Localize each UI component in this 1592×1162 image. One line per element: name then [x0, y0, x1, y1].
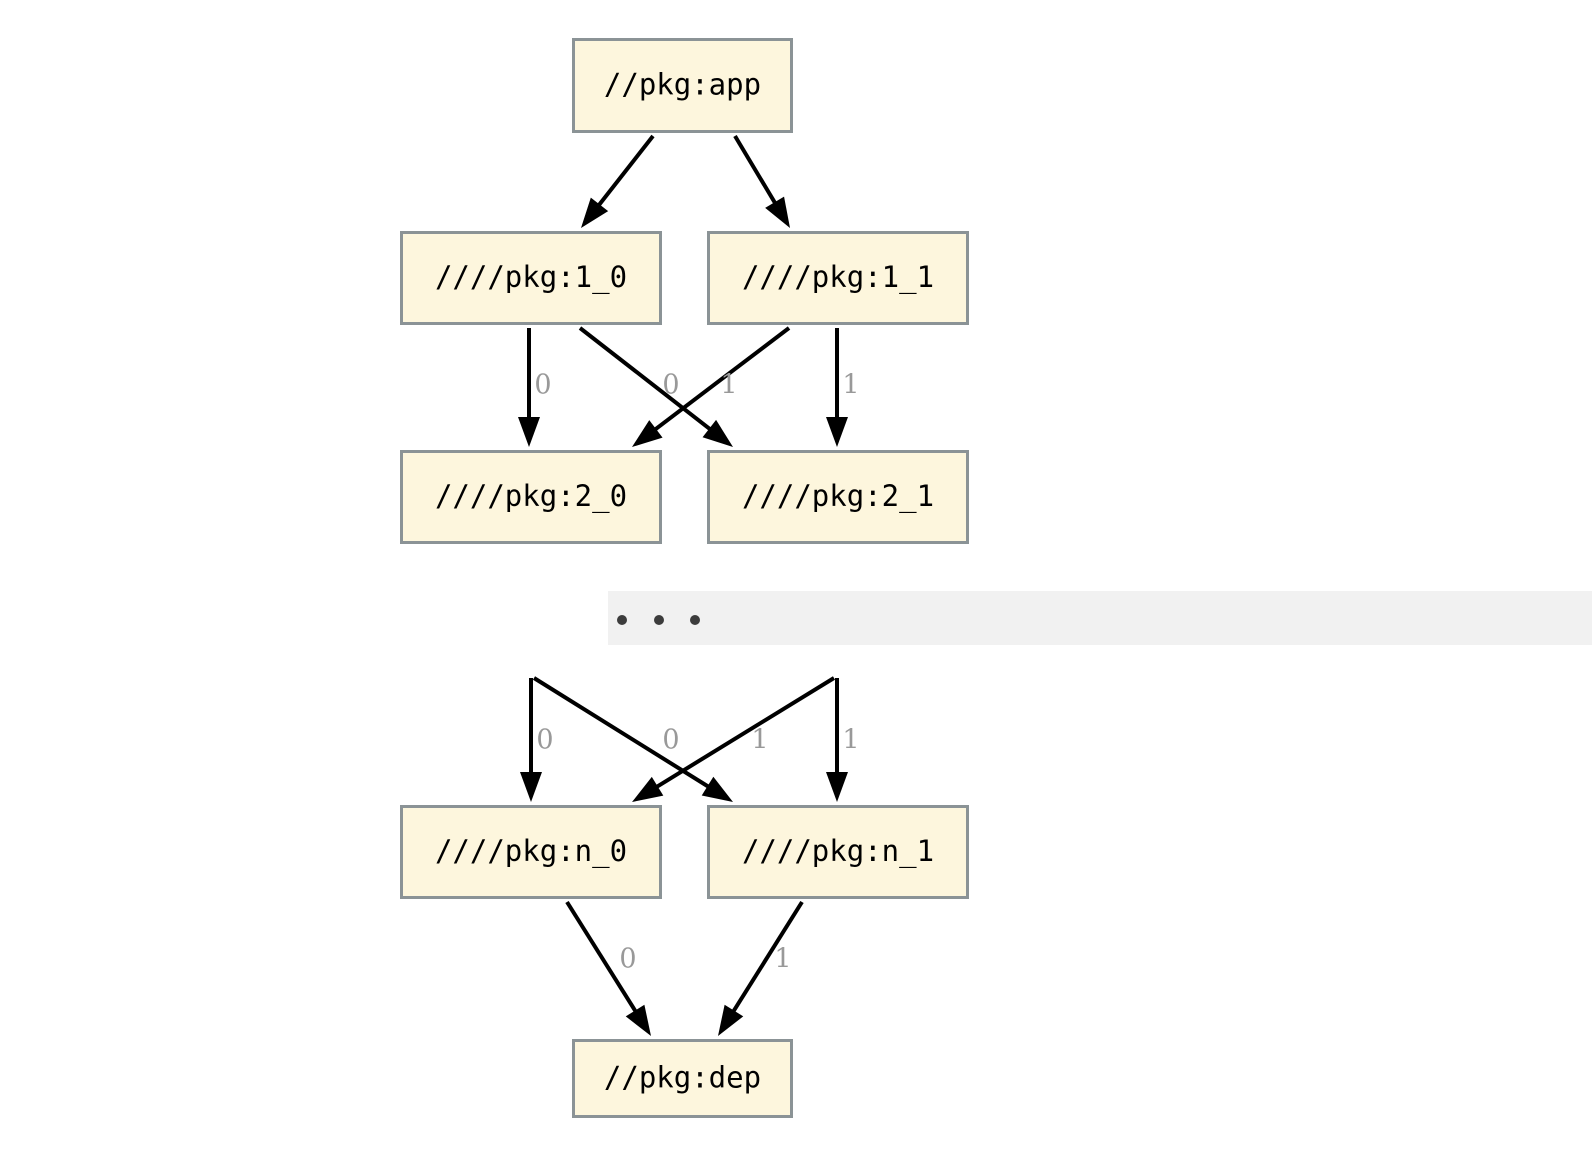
node-box[interactable] — [400, 231, 662, 325]
graph-edge: 1 — [632, 676, 836, 802]
nodes-layer: //pkg:app ////pkg:1_0 ////pkg:1_1 ////pkg:2… — [400, 38, 969, 1118]
edge-label: 0 — [662, 370, 679, 401]
node-box[interactable] — [707, 231, 969, 325]
edge-label: 0 — [662, 725, 679, 756]
edge-line — [595, 134, 655, 209]
ellipsis-dot — [690, 615, 700, 625]
node-box[interactable] — [707, 805, 969, 899]
ellipsis-band — [608, 591, 1592, 645]
ellipsis-dot — [654, 615, 664, 625]
edge-arrowhead — [702, 419, 733, 447]
node-label: //pkg:dep — [604, 1061, 761, 1095]
node-box[interactable] — [707, 450, 969, 544]
edge-line — [578, 326, 714, 433]
graph-node-nn_0[interactable]: ////pkg:n_0 — [400, 805, 662, 899]
edge-line — [653, 676, 836, 791]
edge-arrowhead — [625, 1004, 651, 1036]
ellipsis-dot — [617, 615, 627, 625]
edge-arrowhead — [520, 772, 542, 802]
node-label: ////pkg:2_0 — [435, 479, 627, 514]
graph-edge: 1 — [826, 678, 860, 802]
edge-line — [730, 900, 804, 1016]
edge-label: 0 — [619, 944, 636, 975]
edge-label: 0 — [534, 370, 551, 401]
edge-label: 1 — [842, 370, 859, 401]
node-label: ////pkg:n_1 — [742, 834, 934, 869]
edge-label: 1 — [842, 725, 859, 756]
graph-edge: 1 — [718, 900, 804, 1036]
edge-arrowhead — [632, 776, 664, 802]
graph-node-n2_1[interactable]: ////pkg:2_1 — [707, 450, 969, 544]
edge-line — [651, 326, 791, 433]
graph-edge: 0 — [532, 676, 733, 802]
graph-node-n1_1[interactable]: ////pkg:1_1 — [707, 231, 969, 325]
graph-node-n2_0[interactable]: ////pkg:2_0 — [400, 450, 662, 544]
graph-node-nn_1[interactable]: ////pkg:n_1 — [707, 805, 969, 899]
graph-edge — [733, 134, 790, 228]
edge-line — [565, 900, 639, 1016]
edges-layer: 0 0 1 1 0 0 1 1 0 1 — [518, 134, 860, 1036]
node-label: ////pkg:1_0 — [435, 260, 627, 295]
ellipsis-separator — [608, 591, 1592, 645]
edge-arrowhead — [718, 1004, 744, 1036]
edge-label: 1 — [751, 725, 768, 756]
graph-edge: 1 — [826, 328, 860, 447]
node-label: //pkg:app — [604, 68, 761, 102]
graph-edge: 1 — [632, 326, 791, 447]
edge-arrowhead — [581, 197, 609, 228]
graph-node-n1_0[interactable]: ////pkg:1_0 — [400, 231, 662, 325]
graph-edge: 0 — [565, 900, 651, 1036]
node-label: ////pkg:1_1 — [742, 260, 934, 295]
edge-arrowhead — [826, 417, 848, 447]
edge-arrowhead — [518, 417, 540, 447]
node-label: ////pkg:n_0 — [435, 834, 627, 869]
graph-edge — [581, 134, 655, 228]
edge-arrowhead — [765, 196, 790, 228]
node-box[interactable] — [400, 805, 662, 899]
node-label: ////pkg:2_1 — [742, 479, 934, 514]
edge-arrowhead — [632, 420, 663, 447]
edge-arrowhead — [701, 776, 733, 802]
edge-arrowhead — [826, 772, 848, 802]
node-box[interactable] — [572, 38, 793, 133]
graph-edge: 0 — [520, 678, 554, 802]
node-box[interactable] — [400, 450, 662, 544]
edge-line — [733, 134, 779, 207]
graph-node-app[interactable]: //pkg:app — [572, 38, 793, 133]
edge-label: 1 — [720, 370, 737, 401]
edge-label: 0 — [536, 725, 553, 756]
edge-label: 1 — [774, 944, 791, 975]
node-box[interactable] — [572, 1039, 793, 1118]
graph-node-dep[interactable]: //pkg:dep — [572, 1039, 793, 1118]
graph-edge: 0 — [518, 328, 552, 447]
graph-edge: 0 — [578, 326, 733, 447]
